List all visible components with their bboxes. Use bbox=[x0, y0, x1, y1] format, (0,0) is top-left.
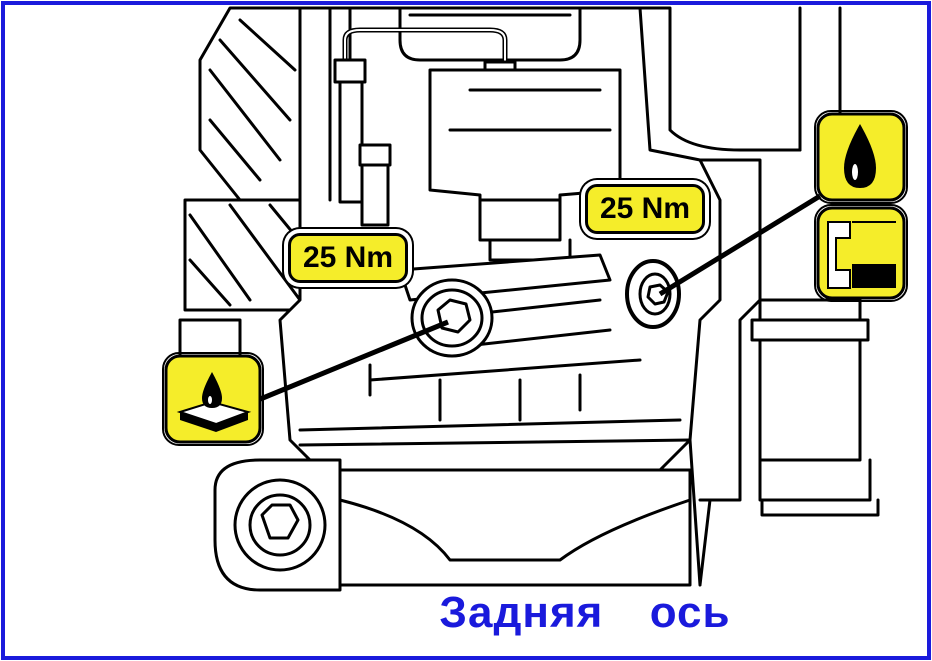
axle-line-art bbox=[178, 6, 880, 592]
torque-label-drain: 25 Nm bbox=[288, 233, 408, 283]
leader-line-drain bbox=[257, 319, 449, 403]
diagram-caption: Задняя ось bbox=[439, 588, 731, 637]
leader-line-fill bbox=[658, 193, 822, 297]
oil-level-icon bbox=[814, 204, 908, 302]
oil-drop-icon bbox=[814, 110, 908, 204]
torque-label-fill: 25 Nm bbox=[585, 184, 705, 234]
oil-pan-drop-icon bbox=[162, 352, 264, 446]
